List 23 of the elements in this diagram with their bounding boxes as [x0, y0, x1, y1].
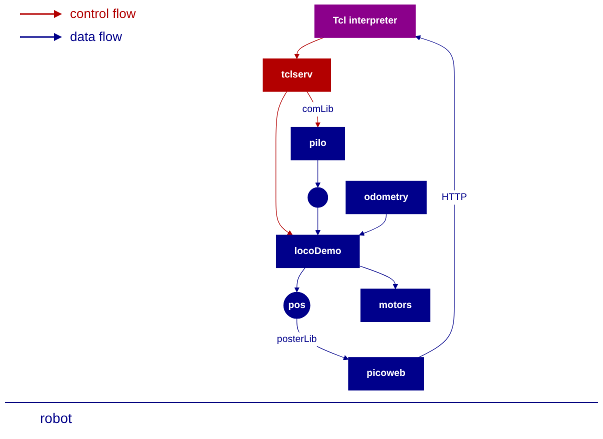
arrow [359, 266, 398, 290]
node-box: picoweb [348, 357, 424, 390]
edge-label: HTTP [442, 192, 467, 202]
region-label: robot [40, 410, 72, 426]
edge-label: posterLib [276, 334, 317, 344]
arrow [415, 35, 455, 358]
arrow [315, 160, 320, 188]
arrow [276, 91, 293, 236]
node-box: odometry [346, 180, 427, 214]
arrow [359, 214, 387, 236]
node-box: Tcl interpreter [314, 4, 416, 38]
arrow [315, 207, 320, 236]
node-circle: pos [283, 292, 310, 319]
legend-label: control flow [70, 6, 136, 21]
node-box: pilo [290, 126, 345, 160]
arrow [294, 37, 324, 59]
arrow [294, 267, 306, 292]
node-box: motors [360, 288, 430, 322]
edge-label: comLib [302, 104, 334, 114]
node-circle [308, 187, 328, 208]
legend-label: data flow [70, 29, 122, 44]
node-box: locoDemo [276, 234, 360, 268]
node-box: tclserv [262, 58, 331, 92]
